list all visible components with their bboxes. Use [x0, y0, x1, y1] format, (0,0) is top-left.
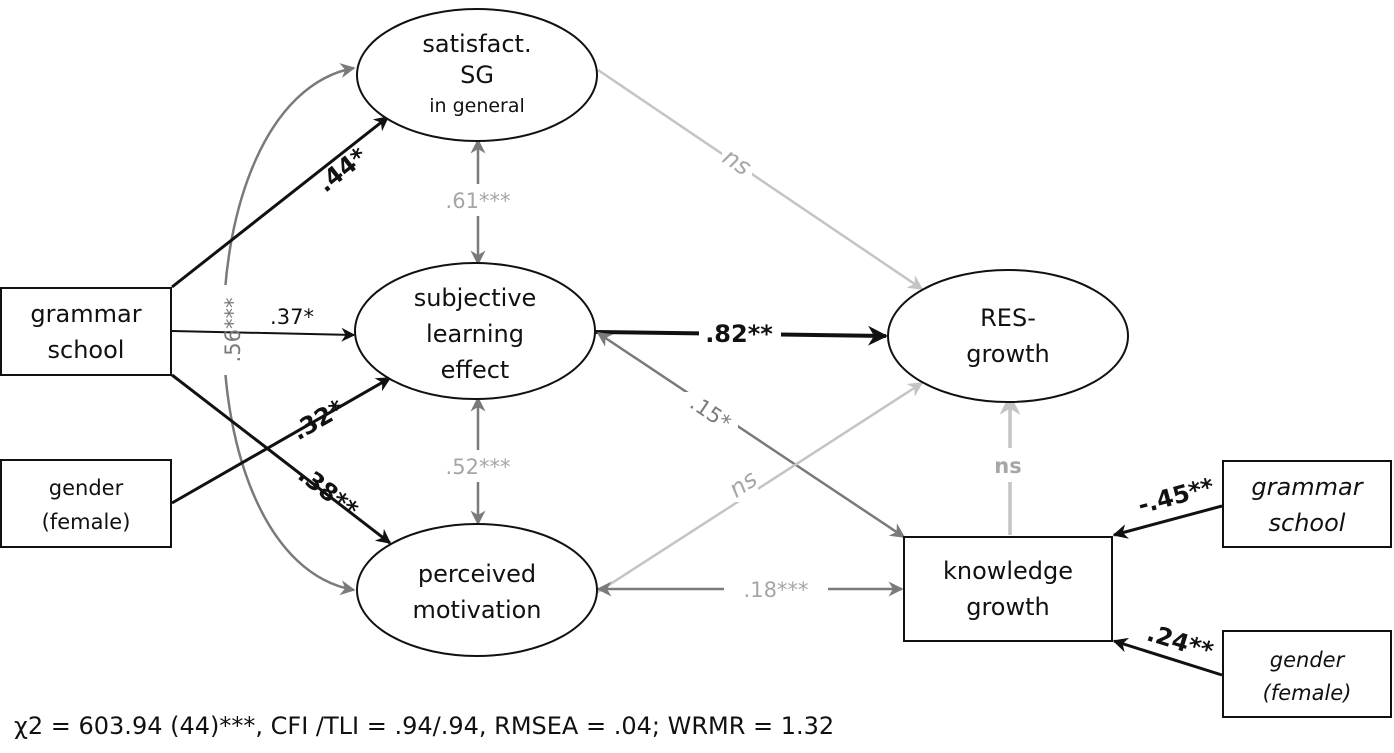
label-grammar-satisfaction: .44* [312, 142, 373, 198]
svg-text:learning: learning [426, 320, 524, 348]
svg-text:effect: effect [441, 356, 510, 384]
label-grammar-learning: .37* [270, 305, 314, 329]
svg-text:school: school [48, 336, 125, 364]
svg-text:grammar: grammar [30, 300, 141, 328]
satisfaction-to-res-arrow [597, 68, 924, 291]
svg-text:(female): (female) [1263, 681, 1352, 705]
fit-statistics: χ2 = 603.94 (44)***, CFI /TLI = .94/.94,… [14, 712, 835, 740]
grammar-to-satisfaction-arrow [171, 115, 390, 289]
svg-text:perceived: perceived [418, 560, 536, 588]
knowledge-to-learning-arrow [596, 331, 906, 539]
node-subjective-learning-effect: subjective learning effect [354, 262, 596, 400]
svg-text:motivation: motivation [412, 596, 541, 624]
right-gender-to-knowledge-arrow [1112, 637, 1223, 677]
svg-text:school: school [1269, 509, 1346, 537]
svg-text:RES-: RES- [980, 304, 1036, 332]
node-gender-left: gender (female) [0, 459, 172, 548]
node-knowledge-growth: knowledge growth [903, 536, 1113, 642]
label-right-grammar-knowledge: -.45** [1135, 472, 1218, 519]
label-grammar-motivation: .38** [293, 460, 364, 524]
node-perceived-motivation: perceived motivation [356, 523, 598, 657]
node-res-growth: RES- growth [887, 269, 1129, 403]
label-learning-motivation-cov: .52*** [446, 455, 511, 479]
svg-text:subjective: subjective [414, 284, 537, 312]
svg-text:satisfact.: satisfact. [422, 30, 531, 58]
node-gender-right: gender (female) [1222, 630, 1392, 718]
svg-text:growth: growth [966, 340, 1050, 368]
right-grammar-to-knowledge-arrow [1112, 504, 1223, 539]
label-learning-res: .82** [705, 320, 773, 348]
svg-text:grammar: grammar [1251, 473, 1364, 501]
svg-text:gender: gender [1270, 648, 1346, 672]
svg-text:knowledge: knowledge [943, 557, 1073, 585]
label-gender-learning: .32* [287, 394, 349, 446]
motivation-to-res-arrow [597, 381, 924, 594]
grammar-to-learning-arrow [171, 327, 356, 342]
label-right-gender-knowledge: .24** [1144, 619, 1217, 666]
svg-text:in general: in general [429, 95, 525, 117]
grammar-to-motivation-arrow [171, 373, 392, 545]
svg-text:growth: growth [966, 593, 1050, 621]
svg-text:SG: SG [460, 61, 494, 89]
label-motivation-knowledge-cov: .18*** [744, 578, 809, 602]
node-grammar-school-right: grammar school [1222, 460, 1392, 548]
svg-text:gender: gender [49, 476, 124, 500]
label-satisfaction-learning-cov: .61*** [446, 189, 511, 213]
edge-labels: .44* .37* .32* .38** .56*** .61*** .52**… [221, 142, 1218, 666]
label-satisfaction-motivation-cov: .56*** [221, 298, 245, 363]
gender-to-learning-arrow [171, 376, 392, 505]
node-grammar-school-left: grammar school [0, 287, 172, 376]
svg-text:(female): (female) [42, 510, 131, 534]
node-satisfaction-sg: satisfact. SG in general [356, 8, 598, 142]
label-knowledge-res: ns [994, 454, 1021, 478]
